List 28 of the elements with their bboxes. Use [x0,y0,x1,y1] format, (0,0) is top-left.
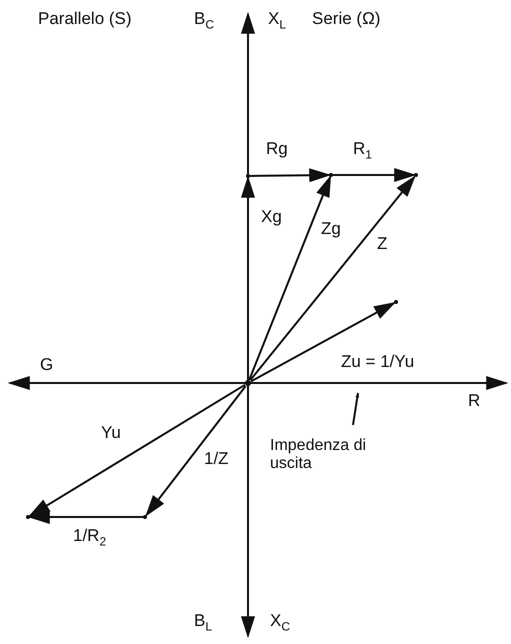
vector-arrow [250,168,332,182]
vector-label: Xg [260,208,283,227]
vector-arrow [28,510,143,524]
vector-label: Rg [265,140,289,159]
vector-arrow [28,384,246,517]
leader-line [352,392,360,426]
vector-point [143,515,147,519]
axis-label: X$_{L}$ [268,10,286,32]
vector-arrow [333,168,416,182]
axis-label: Serie (Ω) [312,10,380,29]
vector-arrow [248,174,332,380]
horizontal-axis [8,376,508,390]
vector-point [414,173,418,177]
axis-label: B$_{C}$ [194,10,214,32]
axis-label: B$_{L}$ [194,612,212,634]
axis-label: G [40,356,54,375]
vector-point [329,173,333,177]
axis-label: X$_{C}$ [270,612,290,634]
axis-label: R [468,392,480,411]
vector-point [246,174,250,178]
vector-point [26,515,30,519]
vector-point [394,300,398,304]
axis-label: Parallelo (S) [38,10,132,29]
vector-arrow [250,175,416,381]
annotation-text: Impedenza di uscita [270,437,370,472]
vector-arrow [145,385,246,517]
vector-label: Zg [320,220,342,239]
vector-arrow [250,302,396,382]
